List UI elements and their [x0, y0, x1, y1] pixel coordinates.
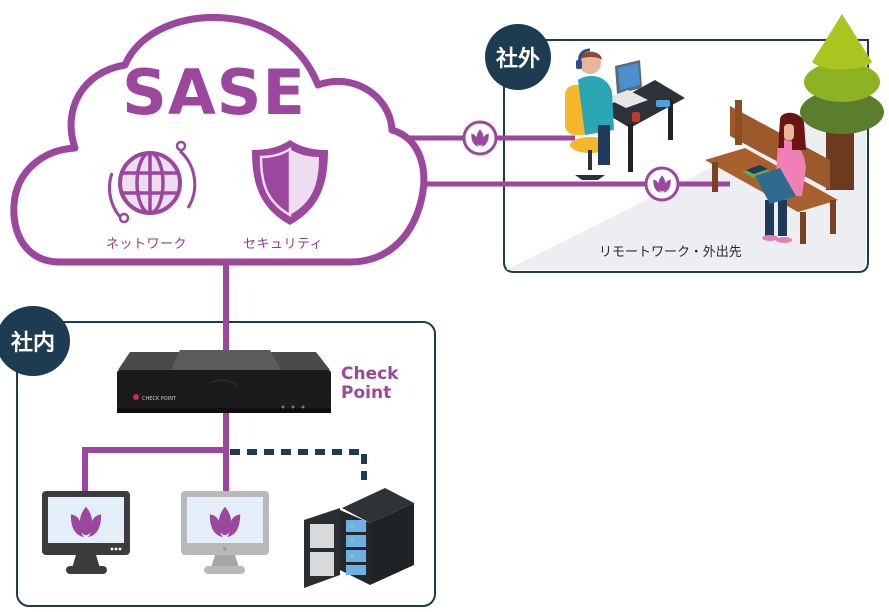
person-at-desk-icon — [565, 48, 685, 180]
checkpoint-brand-label: Check Point — [341, 365, 399, 403]
checkpoint-brand-line1: Check — [341, 364, 399, 384]
tree-icon — [800, 14, 884, 190]
lotus-badge-bench — [644, 166, 680, 202]
network-label: ネットワーク — [106, 237, 188, 252]
sase-title: SASE — [122, 56, 306, 129]
line-gateway-to-pc1 — [82, 447, 226, 495]
outside-office-badge: 社外 — [485, 24, 551, 90]
remote-work-caption: リモートワーク・外出先 — [599, 245, 742, 260]
inside-office-badge: 社内 — [0, 306, 70, 376]
sase-cloud — [10, 13, 428, 266]
security-label: セキュリティ — [243, 237, 324, 252]
lotus-badge-desk — [462, 120, 498, 156]
device-logo-text: CHECK POINT — [142, 396, 177, 402]
globe-network-icon — [107, 140, 197, 224]
checkpoint-brand-line2: Point — [341, 383, 392, 403]
desktop-monitor-light — [181, 491, 269, 574]
checkpoint-logo-dot — [133, 394, 139, 400]
server-rack-icon — [304, 488, 414, 588]
checkpoint-gateway-device: CHECK POINT — [117, 350, 331, 413]
desktop-monitor-dark — [42, 491, 130, 574]
person-on-bench-icon — [705, 100, 838, 244]
shield-icon — [252, 140, 328, 225]
